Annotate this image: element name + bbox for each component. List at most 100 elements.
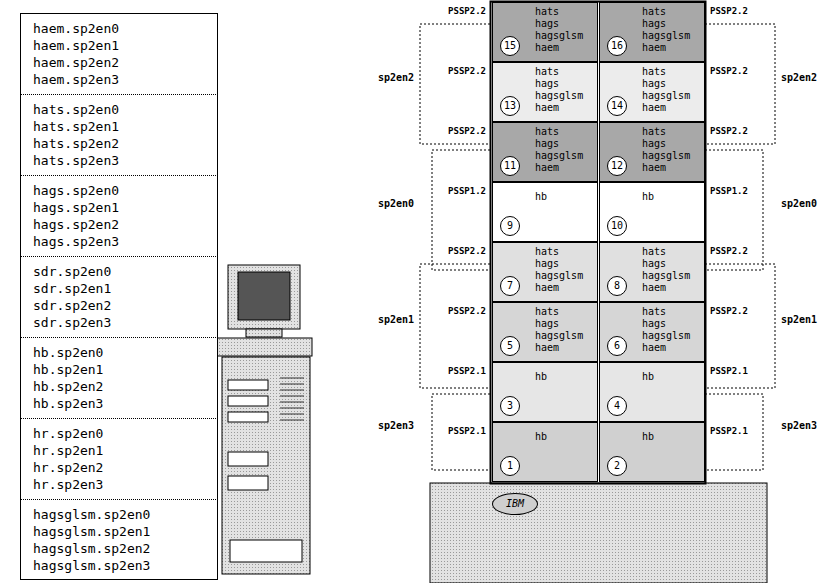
callout-number: 4 — [607, 396, 627, 416]
daemon-name: hb — [535, 191, 547, 202]
daemon-name: hags — [535, 258, 559, 269]
daemon-name: hats — [642, 126, 666, 137]
service-name: sdr.sp2en3 — [33, 315, 111, 330]
daemon-name: hb — [642, 371, 654, 382]
node-slot: hb 3 — [492, 362, 598, 422]
partition-name: sp2en2 — [378, 72, 414, 84]
daemon-name: hags — [642, 258, 666, 269]
node-slot: hb1 — [492, 422, 598, 482]
daemon-name: hags — [535, 78, 559, 89]
daemon-name: hagsglsm — [642, 30, 690, 41]
service-name: hagsglsm.sp2en0 — [33, 507, 150, 522]
daemon-name: haem — [535, 282, 559, 293]
callout-number-text: 12 — [608, 160, 626, 172]
callout-number-text: 7 — [501, 280, 519, 292]
service-name: hats.sp2en3 — [33, 153, 119, 168]
callout-number-text: 4 — [608, 400, 626, 412]
callout-number-text: 5 — [501, 340, 519, 352]
callout-number-text: 2 — [608, 460, 626, 472]
callout-number: 15 — [500, 36, 520, 56]
daemon-name: hb — [535, 371, 547, 382]
callout-number: 11 — [500, 156, 520, 176]
service-name: hagsglsm.sp2en2 — [33, 541, 150, 556]
service-name: hags.sp2en0 — [33, 183, 119, 198]
node-slot: hatshagshagsglsmhaem11 — [492, 122, 598, 182]
daemon-name: haem — [535, 342, 559, 353]
callout-number-text: 11 — [501, 160, 519, 172]
callout-number: 7 — [500, 276, 520, 296]
service-group: hb.sp2en0hb.sp2en1hb.sp2en2hb.sp2en3 — [20, 337, 218, 418]
daemon-name: hats — [642, 66, 666, 77]
node-slot: hatshagshagsglsmhaem8 — [599, 242, 705, 302]
partition-name: sp2en3 — [781, 420, 817, 432]
partition-name: sp2en3 — [378, 420, 414, 432]
node-slot: hatshagshagsglsmhaem7 — [492, 242, 598, 302]
software-level: PSSP2.2 — [448, 126, 486, 137]
callout-number-text: 8 — [608, 280, 626, 292]
software-level: PSSP2.2 — [710, 126, 748, 137]
daemon-name: hagsglsm — [642, 90, 690, 101]
node-slot: hatshagshagsglsmhaem 12 — [599, 122, 705, 182]
partition-name: sp2en2 — [781, 72, 817, 84]
service-name: sdr.sp2en0 — [33, 264, 111, 279]
service-name: hats.sp2en2 — [33, 136, 119, 151]
daemon-name: hb — [642, 191, 654, 202]
callout-number: 5 — [500, 336, 520, 356]
service-name: hr.sp2en0 — [33, 426, 103, 441]
daemon-name: haem — [535, 42, 559, 53]
callout-number-text: 16 — [608, 40, 626, 52]
service-name: hags.sp2en1 — [33, 200, 119, 215]
node-slot: hb10 — [599, 182, 705, 242]
callout-number: 3 — [500, 396, 520, 416]
callout-number: 14 — [607, 96, 627, 116]
callout-number-text: 13 — [501, 100, 519, 112]
daemon-name: haem — [642, 102, 666, 113]
callout-number: 13 — [500, 96, 520, 116]
service-name: hb.sp2en0 — [33, 345, 103, 360]
callout-number: 12 — [607, 156, 627, 176]
node-slot: hb9 — [492, 182, 598, 242]
node-slot: hb 4 — [599, 362, 705, 422]
service-name: haem.sp2en1 — [33, 38, 119, 53]
callout-number-text: 1 — [501, 460, 519, 472]
daemon-name: hagsglsm — [642, 150, 690, 161]
node-slot: hatshagshagsglsmhaem15 — [492, 2, 598, 62]
service-name: hr.sp2en1 — [33, 443, 103, 458]
logo-oval: IBM — [492, 493, 538, 515]
node-slot: hb2 — [599, 422, 705, 482]
daemon-name: hagsglsm — [535, 30, 583, 41]
software-level: PSSP2.1 — [448, 366, 486, 377]
service-group: hagsglsm.sp2en0 hagsglsm.sp2en1 hagsglsm.s… — [20, 499, 218, 580]
daemon-name: hats — [535, 66, 559, 77]
service-group: haem.sp2en0haem.sp2en1haem.sp2en2haem.sp… — [20, 13, 218, 94]
software-level: PSSP2.2 — [710, 246, 748, 257]
service-name: sdr.sp2en2 — [33, 298, 111, 313]
software-level: PSSP2.2 — [710, 306, 748, 317]
service-name: haem.sp2en0 — [33, 21, 119, 36]
daemon-name: hagsglsm — [642, 330, 690, 341]
daemon-name: hats — [535, 246, 559, 257]
daemon-name: haem — [642, 162, 666, 173]
service-name: hats.sp2en0 — [33, 102, 119, 117]
callout-number: 1 — [500, 456, 520, 476]
callout-number-text: 6 — [608, 340, 626, 352]
service-group: hr.sp2en0hr.sp2en1hr.sp2en2hr.sp2en3 — [20, 418, 218, 499]
service-name: hagsglsm.sp2en1 — [33, 524, 150, 539]
callout-number-text: 15 — [501, 40, 519, 52]
daemon-name: hagsglsm — [535, 90, 583, 101]
service-name: hats.sp2en1 — [33, 119, 119, 134]
software-level: PSSP2.2 — [448, 306, 486, 317]
node-slot: hatshagshagsglsmhaem 13 — [492, 62, 598, 122]
callout-number: 16 — [607, 36, 627, 56]
software-level: PSSP2.1 — [710, 426, 748, 437]
daemon-name: hags — [642, 138, 666, 149]
daemon-name: hagsglsm — [535, 150, 583, 161]
partition-name: sp2en0 — [781, 198, 817, 210]
service-name: haem.sp2en3 — [33, 72, 119, 87]
service-name: hagsglsm.sp2en3 — [33, 558, 150, 573]
service-name: hr.sp2en2 — [33, 460, 103, 475]
daemon-name: haem — [535, 102, 559, 113]
callout-number: 2 — [607, 456, 627, 476]
daemon-name: haem — [642, 42, 666, 53]
daemon-name: hags — [642, 78, 666, 89]
